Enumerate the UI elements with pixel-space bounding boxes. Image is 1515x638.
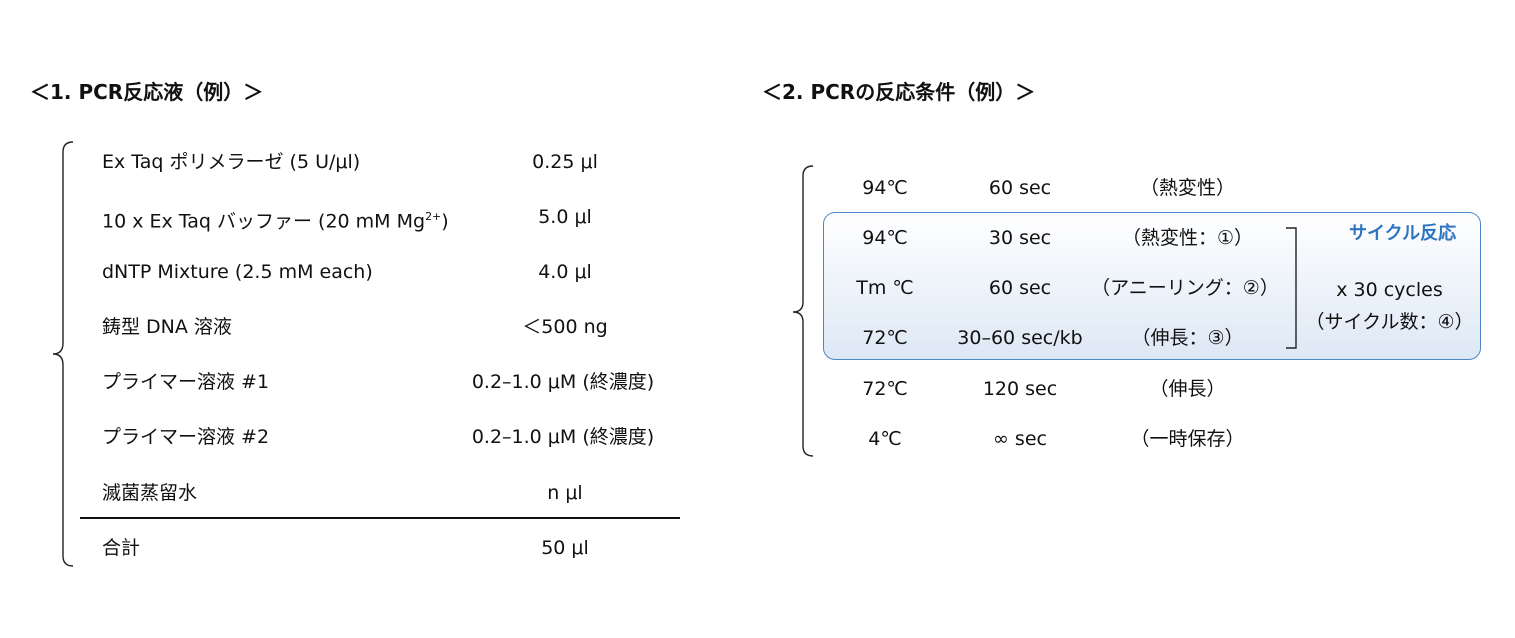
step-note: （アニーリング：②） xyxy=(1091,277,1279,299)
reagent-brace xyxy=(52,141,74,567)
cycle-bracket xyxy=(1286,227,1297,349)
cycle-count-note: （サイクル数：④） xyxy=(1305,311,1474,333)
reagent-amount: 0.2–1.0 μM (終濃度) xyxy=(471,371,655,393)
step-time: 30 sec xyxy=(988,227,1052,249)
step-time: 120 sec xyxy=(982,378,1058,400)
step-temp: 4℃ xyxy=(868,428,902,450)
step-temp: Tm ℃ xyxy=(856,277,914,299)
reagent-amount: 0.2–1.0 μM (終濃度) xyxy=(471,426,655,448)
reagent-amount: 0.25 μl xyxy=(532,151,598,173)
step-note: （熱変性） xyxy=(1139,177,1235,199)
reagent-amount: 4.0 μl xyxy=(538,261,592,283)
reagent-name-sup: 2+ xyxy=(425,210,442,223)
cycle-count: x 30 cycles xyxy=(1336,279,1443,301)
reagent-name: 滅菌蒸留水 xyxy=(102,482,198,504)
reagent-amount: n μl xyxy=(547,482,583,504)
step-time: 30–60 sec/kb xyxy=(957,327,1083,349)
step-temp: 94℃ xyxy=(862,177,908,199)
step-note: （伸長：③） xyxy=(1131,327,1244,349)
reagent-name: プライマー溶液 #1 xyxy=(102,371,270,393)
total-divider xyxy=(80,517,680,519)
reagent-name: Ex Taq ポリメラーゼ (5 U/μl) xyxy=(102,151,361,173)
step-temp: 72℃ xyxy=(862,327,908,349)
reagent-name-text: 10 x Ex Taq バッファー (20 mM Mg xyxy=(102,210,426,233)
total-amount: 50 μl xyxy=(541,537,589,559)
step-note: （伸長） xyxy=(1149,378,1226,400)
step-time: 60 sec xyxy=(988,277,1052,299)
reagent-name: dNTP Mixture (2.5 mM each) xyxy=(102,261,373,283)
step-note: （一時保存） xyxy=(1130,428,1245,450)
reagent-name: 鋳型 DNA 溶液 xyxy=(102,316,232,338)
reagent-name: 10 x Ex Taq バッファー (20 mM Mg2+) xyxy=(102,205,449,233)
step-time: 60 sec xyxy=(988,177,1052,199)
reagent-amount: ＜500 ng xyxy=(522,316,608,338)
step-time: ∞ sec xyxy=(993,428,1047,450)
reagent-amount: 5.0 μl xyxy=(538,206,592,228)
step-temp: 72℃ xyxy=(862,378,908,400)
section1-title: ＜1. PCR反応液（例）＞ xyxy=(30,80,264,104)
reagent-name-end: ) xyxy=(441,210,449,233)
step-note: （熱変性：①） xyxy=(1121,227,1254,249)
reagent-name: プライマー溶液 #2 xyxy=(102,426,270,448)
section2-title: ＜2. PCRの反応条件（例）＞ xyxy=(762,80,1036,104)
cycle-label: サイクル反応 xyxy=(1349,223,1457,244)
cycle-box xyxy=(823,212,1481,360)
conditions-brace xyxy=(792,165,814,457)
total-label: 合計 xyxy=(102,537,141,559)
step-temp: 94℃ xyxy=(862,227,908,249)
